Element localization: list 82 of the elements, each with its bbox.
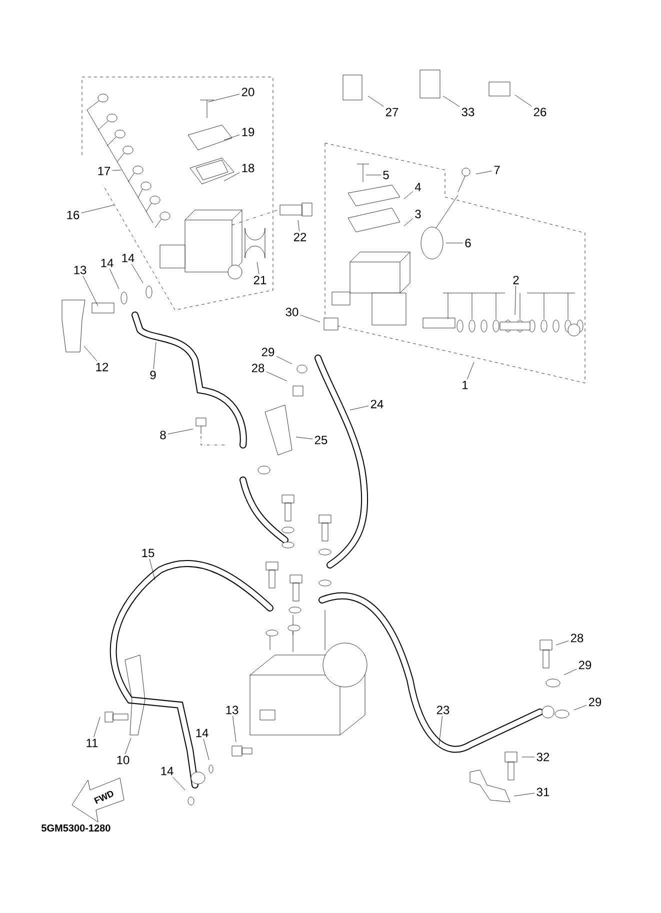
leader-line	[224, 134, 240, 140]
leader-line	[300, 314, 320, 322]
leader-line	[266, 372, 288, 382]
callout-number: 24	[370, 400, 384, 408]
leader-line	[232, 716, 236, 742]
leader-line	[514, 94, 532, 107]
leader-line	[110, 268, 120, 290]
leader-line	[81, 204, 114, 214]
leader-line	[476, 170, 492, 174]
callout-number: 9	[150, 370, 156, 380]
leader-line	[149, 558, 156, 580]
leader-line	[112, 170, 122, 171]
callout-number: 33	[462, 108, 474, 116]
leader-line	[172, 776, 186, 790]
part-code: 5GM5300-1280	[42, 824, 110, 832]
leader-line	[224, 172, 240, 182]
leader-line	[574, 705, 587, 710]
leader-line	[203, 738, 210, 760]
leader-line	[296, 436, 313, 440]
callout-number: 25	[314, 436, 328, 444]
leader-line	[208, 94, 240, 102]
callout-number: 5	[383, 170, 389, 180]
callout-number: 28	[252, 364, 264, 372]
callout-number: 14	[101, 258, 114, 268]
callout-number: 23	[436, 706, 450, 714]
leader-line	[131, 264, 144, 284]
callout-number: 18	[242, 164, 254, 172]
callout-number: 11	[86, 738, 98, 748]
leader-line	[298, 220, 300, 232]
callout-number: 14	[122, 254, 134, 262]
callout-number: 13	[74, 266, 86, 274]
callout-number: 6	[465, 238, 471, 248]
callout-number: 1	[462, 380, 468, 390]
callout-number: 29	[578, 660, 592, 670]
callout-number: 8	[160, 430, 166, 440]
callout-number: 10	[117, 756, 130, 764]
leader-line	[404, 218, 414, 226]
callout-number: 3	[415, 210, 421, 218]
leader-line	[124, 738, 132, 754]
callout-number: 29	[262, 348, 274, 356]
callout-number: 14	[196, 728, 208, 738]
callout-number: 13	[226, 706, 238, 714]
leader-line	[350, 406, 369, 410]
callout-number: 30	[286, 308, 298, 316]
leader-line	[404, 191, 414, 200]
leader-line	[366, 174, 382, 176]
leader-line	[446, 242, 464, 244]
callout-number: 19	[242, 128, 254, 136]
direction-label: FWD	[94, 790, 114, 804]
callout-number: 4	[414, 182, 421, 192]
leader-line	[256, 262, 260, 274]
leader-line	[94, 716, 100, 738]
callout-number: 28	[570, 634, 584, 642]
leader-line	[168, 428, 194, 434]
callout-number: 29	[588, 698, 602, 706]
leader-line	[276, 356, 292, 364]
callout-number: 2	[513, 276, 519, 284]
leader-line	[467, 362, 474, 380]
callout-number: 21	[254, 276, 266, 284]
leader-line	[84, 346, 98, 362]
leader-line	[368, 96, 384, 107]
leader-line	[153, 342, 156, 370]
leader-line	[514, 792, 535, 796]
leader-line	[514, 286, 516, 316]
callout-number: 20	[242, 88, 254, 96]
callout-number: 31	[536, 788, 550, 796]
callout-number: 22	[294, 232, 306, 242]
leader-line	[556, 640, 569, 646]
callout-number: 32	[536, 752, 550, 762]
leader-line	[522, 756, 535, 758]
leader-line	[442, 96, 460, 107]
callout-number: 27	[386, 108, 398, 116]
leader-line	[82, 276, 98, 306]
callout-number: 26	[534, 108, 546, 116]
callout-number: 16	[67, 210, 80, 220]
leader-line	[438, 716, 443, 746]
callout-number: 7	[494, 166, 500, 174]
callout-number: 14	[161, 766, 174, 776]
callout-number: 17	[98, 166, 110, 176]
callout-number: 15	[142, 548, 154, 558]
callout-number: 12	[96, 362, 108, 372]
leader-line	[564, 668, 577, 676]
